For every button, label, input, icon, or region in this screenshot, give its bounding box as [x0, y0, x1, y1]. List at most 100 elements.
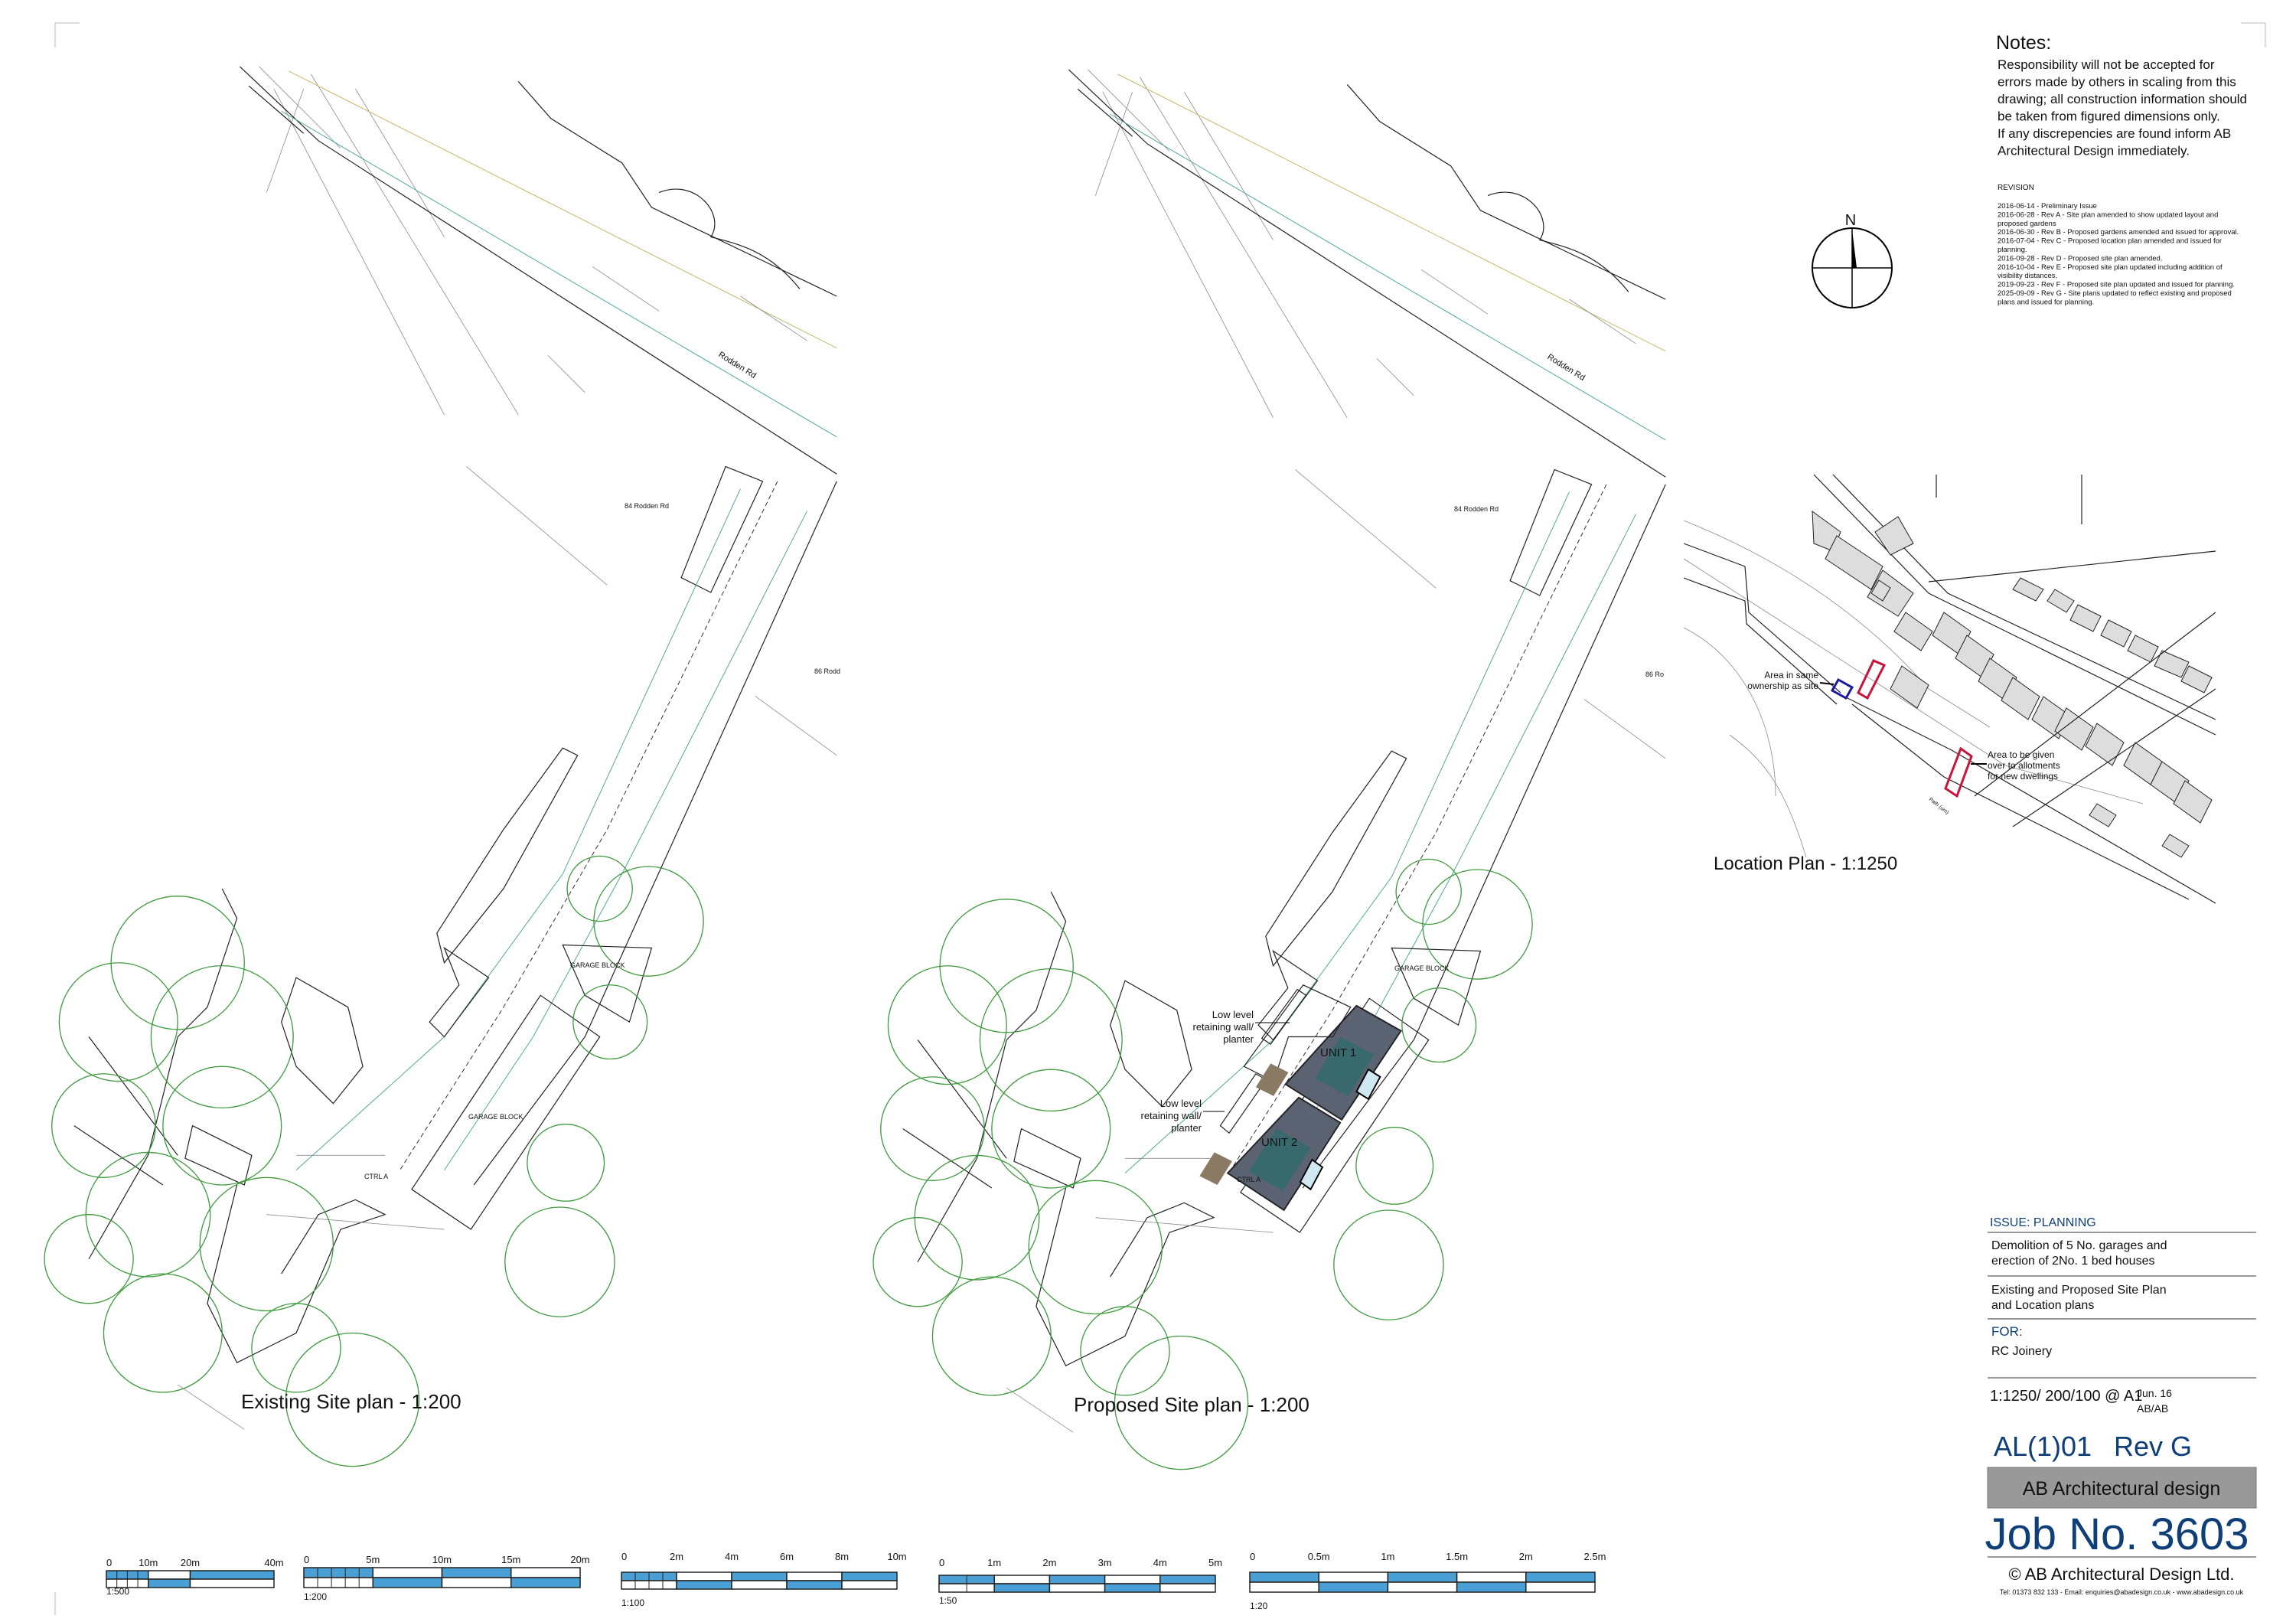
proposed-site-plan: Rodden Rd 84 Rodden Rd 86 Ro GARAGE BLOC… — [872, 68, 1667, 1470]
existing-site-plan: Rodden Rd 84 Rodden Rd 86 Rodd GARAGE BL… — [43, 65, 840, 1467]
svg-text:Low level: Low level — [1160, 1098, 1202, 1109]
scale-bar-segment — [1318, 1571, 1389, 1583]
svg-text:planter: planter — [1171, 1122, 1202, 1134]
svg-text:ownership as site: ownership as site — [1747, 680, 1818, 691]
svg-text:planter: planter — [1223, 1033, 1254, 1045]
drawing-number: AL(1)01 — [1994, 1431, 2092, 1462]
scale-bar-segment — [1456, 1581, 1527, 1593]
retaining-wall-label-1: Low level retaining wall/ planter — [1193, 1009, 1290, 1045]
scale-bar-1-20: 0 0.5m 1m 1.5m 2m 2.5m 1:20 — [1249, 1551, 1606, 1611]
project-description: Demolition of 5 No. garages and — [1991, 1239, 2167, 1252]
scale-bar-segment — [731, 1580, 788, 1590]
scale-bar-tick-label: 4m — [725, 1551, 739, 1562]
svg-text:Low level: Low level — [1212, 1009, 1254, 1020]
rooflight-icon — [1355, 1068, 1381, 1101]
scale-bar-tick-label: 2m — [670, 1551, 683, 1562]
scale-bar-tick-label: 0.5m — [1308, 1551, 1330, 1562]
scale-bar-tick-label: 2m — [1519, 1551, 1533, 1562]
scale-bar-segment — [1249, 1581, 1319, 1593]
ownership-label: Area in same ownership as site — [1747, 670, 1818, 691]
scale-bar-segment — [1159, 1583, 1216, 1593]
scale-bar-segment — [1104, 1583, 1161, 1593]
existing-plan-title: Existing Site plan - 1:200 — [241, 1390, 461, 1413]
scale-bar-segment — [841, 1571, 898, 1581]
scale-bar-segment — [841, 1580, 898, 1590]
for-label: FOR: — [1991, 1324, 2023, 1339]
north-arrow-icon: N — [1812, 212, 1893, 308]
svg-text:retaining wall/: retaining wall/ — [1193, 1021, 1254, 1033]
notes-line: If any discrepencies are found inform AB — [1998, 126, 2231, 141]
unit-1-label: UNIT 1 — [1320, 1046, 1356, 1059]
scale-bar-tick-label: 1m — [1381, 1551, 1394, 1562]
allotments-label: Area to be given over to allotments for … — [1988, 749, 2060, 782]
scale-bar-tick-label: 2.5m — [1584, 1551, 1606, 1562]
retaining-wall-label-2: Low level retaining wall/ planter — [1141, 1098, 1225, 1134]
svg-text:Area to be given: Area to be given — [1988, 749, 2054, 760]
ctrl-label: CTRL A — [364, 1173, 388, 1180]
scale-bar-segment — [676, 1571, 732, 1581]
scale-bar-tick-label: 8m — [835, 1551, 849, 1562]
scale-bar-segment — [189, 1578, 275, 1588]
drawing-title: Existing and Proposed Site Plan — [1991, 1284, 2167, 1297]
scale-bar-tick-label: 0 — [304, 1554, 309, 1565]
proposed-plan-title: Proposed Site plan - 1:200 — [1074, 1393, 1309, 1416]
svg-text:and Location plans: and Location plans — [1991, 1299, 2094, 1312]
revision-entry: 2016-07-04 - Rev C - Proposed location p… — [1998, 237, 2222, 246]
house-84-label: 84 Rodden Rd — [1454, 505, 1499, 513]
scale-bar-segment — [1049, 1575, 1106, 1584]
scale-bar-ratio: 1:200 — [304, 1591, 327, 1602]
scale-bar-tick-label: 10m — [139, 1557, 158, 1568]
garage-block-upper-label: GARAGE BLOCK — [570, 961, 625, 969]
notes-line: errors made by others in scaling from th… — [1998, 75, 2236, 90]
scale-bar-segment — [1318, 1581, 1389, 1593]
revision-entry: 2016-09-28 - Rev D - Proposed site plan … — [1998, 254, 2162, 263]
scale-bar-segment — [1387, 1571, 1458, 1583]
svg-text:erection of 2No. 1 bed houses: erection of 2No. 1 bed houses — [1991, 1255, 2154, 1268]
revision-entry: plans and issued for planning. — [1998, 298, 2094, 306]
scale-bar-tick-label: 20m — [570, 1554, 589, 1565]
scale-bar-segment — [786, 1571, 843, 1581]
scale-bar-segment — [786, 1580, 843, 1590]
issue-status: ISSUE: PLANNING — [1990, 1216, 2096, 1229]
revision-title: REVISION — [1998, 184, 2034, 192]
scale-bar-segment — [1249, 1571, 1319, 1583]
ownership-boundary — [1830, 677, 1854, 700]
house-84-label: 84 Rodden Rd — [625, 502, 669, 510]
drawing-date: Jun. 16 — [2137, 1387, 2172, 1399]
revision-entry: planning. — [1998, 246, 2027, 254]
scale-bar-segment — [993, 1575, 1051, 1584]
scale-bar-segment — [441, 1577, 512, 1588]
notes-line: be taken from figured dimensions only. — [1998, 109, 2220, 124]
svg-text:Path (um): Path (um) — [1928, 797, 1950, 815]
notes-panel: Notes: Responsibility will not be accept… — [1996, 32, 2247, 306]
client-name: RC Joinery — [1991, 1345, 2052, 1358]
house-86-label: 86 Ro — [1645, 671, 1664, 678]
revision-entry: 2016-06-30 - Rev B - Proposed gardens am… — [1998, 228, 2239, 237]
scale-bar-tick-label: 5m — [366, 1554, 380, 1565]
scale-bar-tick-label: 2m — [1042, 1557, 1056, 1568]
road-label: Rodden Rd — [716, 350, 758, 380]
drawn-by: AB/AB — [2137, 1402, 2168, 1415]
scale-bar-ratio: 1:500 — [106, 1586, 129, 1597]
scale-bar-segment — [1159, 1575, 1216, 1584]
scale-bar-tick-label: 0 — [621, 1551, 627, 1562]
scale-bar-tick-label: 3m — [1098, 1557, 1112, 1568]
scale-bar-segment — [510, 1567, 581, 1578]
scale-bar-tick-label: 0 — [1250, 1551, 1255, 1562]
scale-bar-ratio: 1:50 — [939, 1595, 957, 1606]
garage-block-upper-label: GARAGE BLOCK — [1394, 964, 1450, 972]
scale-bar-ratio: 1:100 — [621, 1598, 644, 1608]
scale-bar-ratio: 1:20 — [1250, 1601, 1268, 1611]
ctrl-label: CTRL A — [1237, 1176, 1261, 1183]
scale-bar-tick-label: 1.5m — [1446, 1551, 1468, 1562]
scale-bar-segment — [1104, 1575, 1161, 1584]
scale-bar-tick-label: 4m — [1153, 1557, 1167, 1568]
scale-bar-segment — [441, 1567, 512, 1578]
scale-bar-segment — [993, 1583, 1051, 1593]
revision-entry: proposed gardens — [1998, 220, 2056, 228]
drawing-scale: 1:1250/ 200/100 @ A1 — [1990, 1388, 2142, 1405]
svg-text:retaining wall/: retaining wall/ — [1141, 1110, 1202, 1121]
scale-bar-tick-label: 5m — [1208, 1557, 1222, 1568]
scale-bar-segment — [148, 1578, 191, 1588]
